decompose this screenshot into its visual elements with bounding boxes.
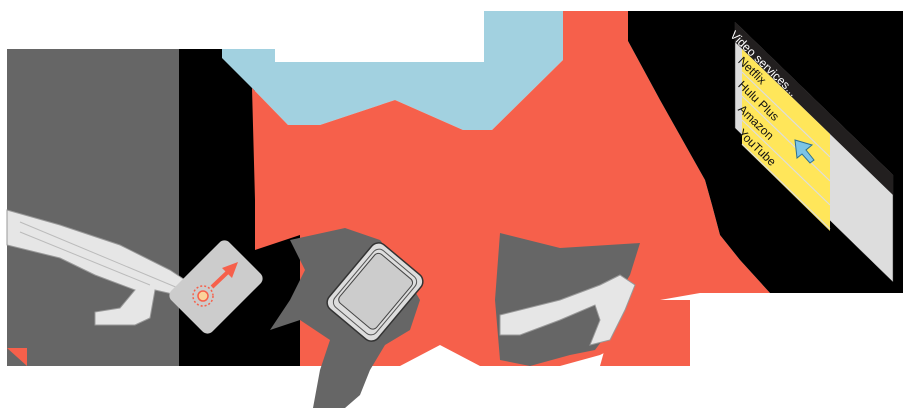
screen-icon bbox=[734, 21, 894, 283]
gray-panel-left bbox=[7, 49, 179, 366]
screen-menu: Video services... Netflix Hulu Plus Amaz… bbox=[727, 22, 895, 292]
hand-icon-left bbox=[6, 209, 201, 326]
cursor-icon bbox=[794, 139, 815, 164]
red-bottom-right bbox=[600, 300, 690, 366]
menu-header-bar bbox=[735, 22, 893, 195]
phone-icon bbox=[326, 242, 424, 342]
black-panel-mid bbox=[255, 235, 300, 366]
sky-region bbox=[222, 11, 563, 130]
menu-yellow-area bbox=[742, 49, 830, 231]
gray-corner-bottom-left-mask bbox=[7, 348, 27, 366]
swipe-arrow-icon bbox=[210, 262, 238, 289]
hand-icon-right bbox=[499, 274, 636, 346]
touch-point-icon bbox=[192, 285, 214, 307]
touch-remote-icon bbox=[169, 240, 263, 334]
